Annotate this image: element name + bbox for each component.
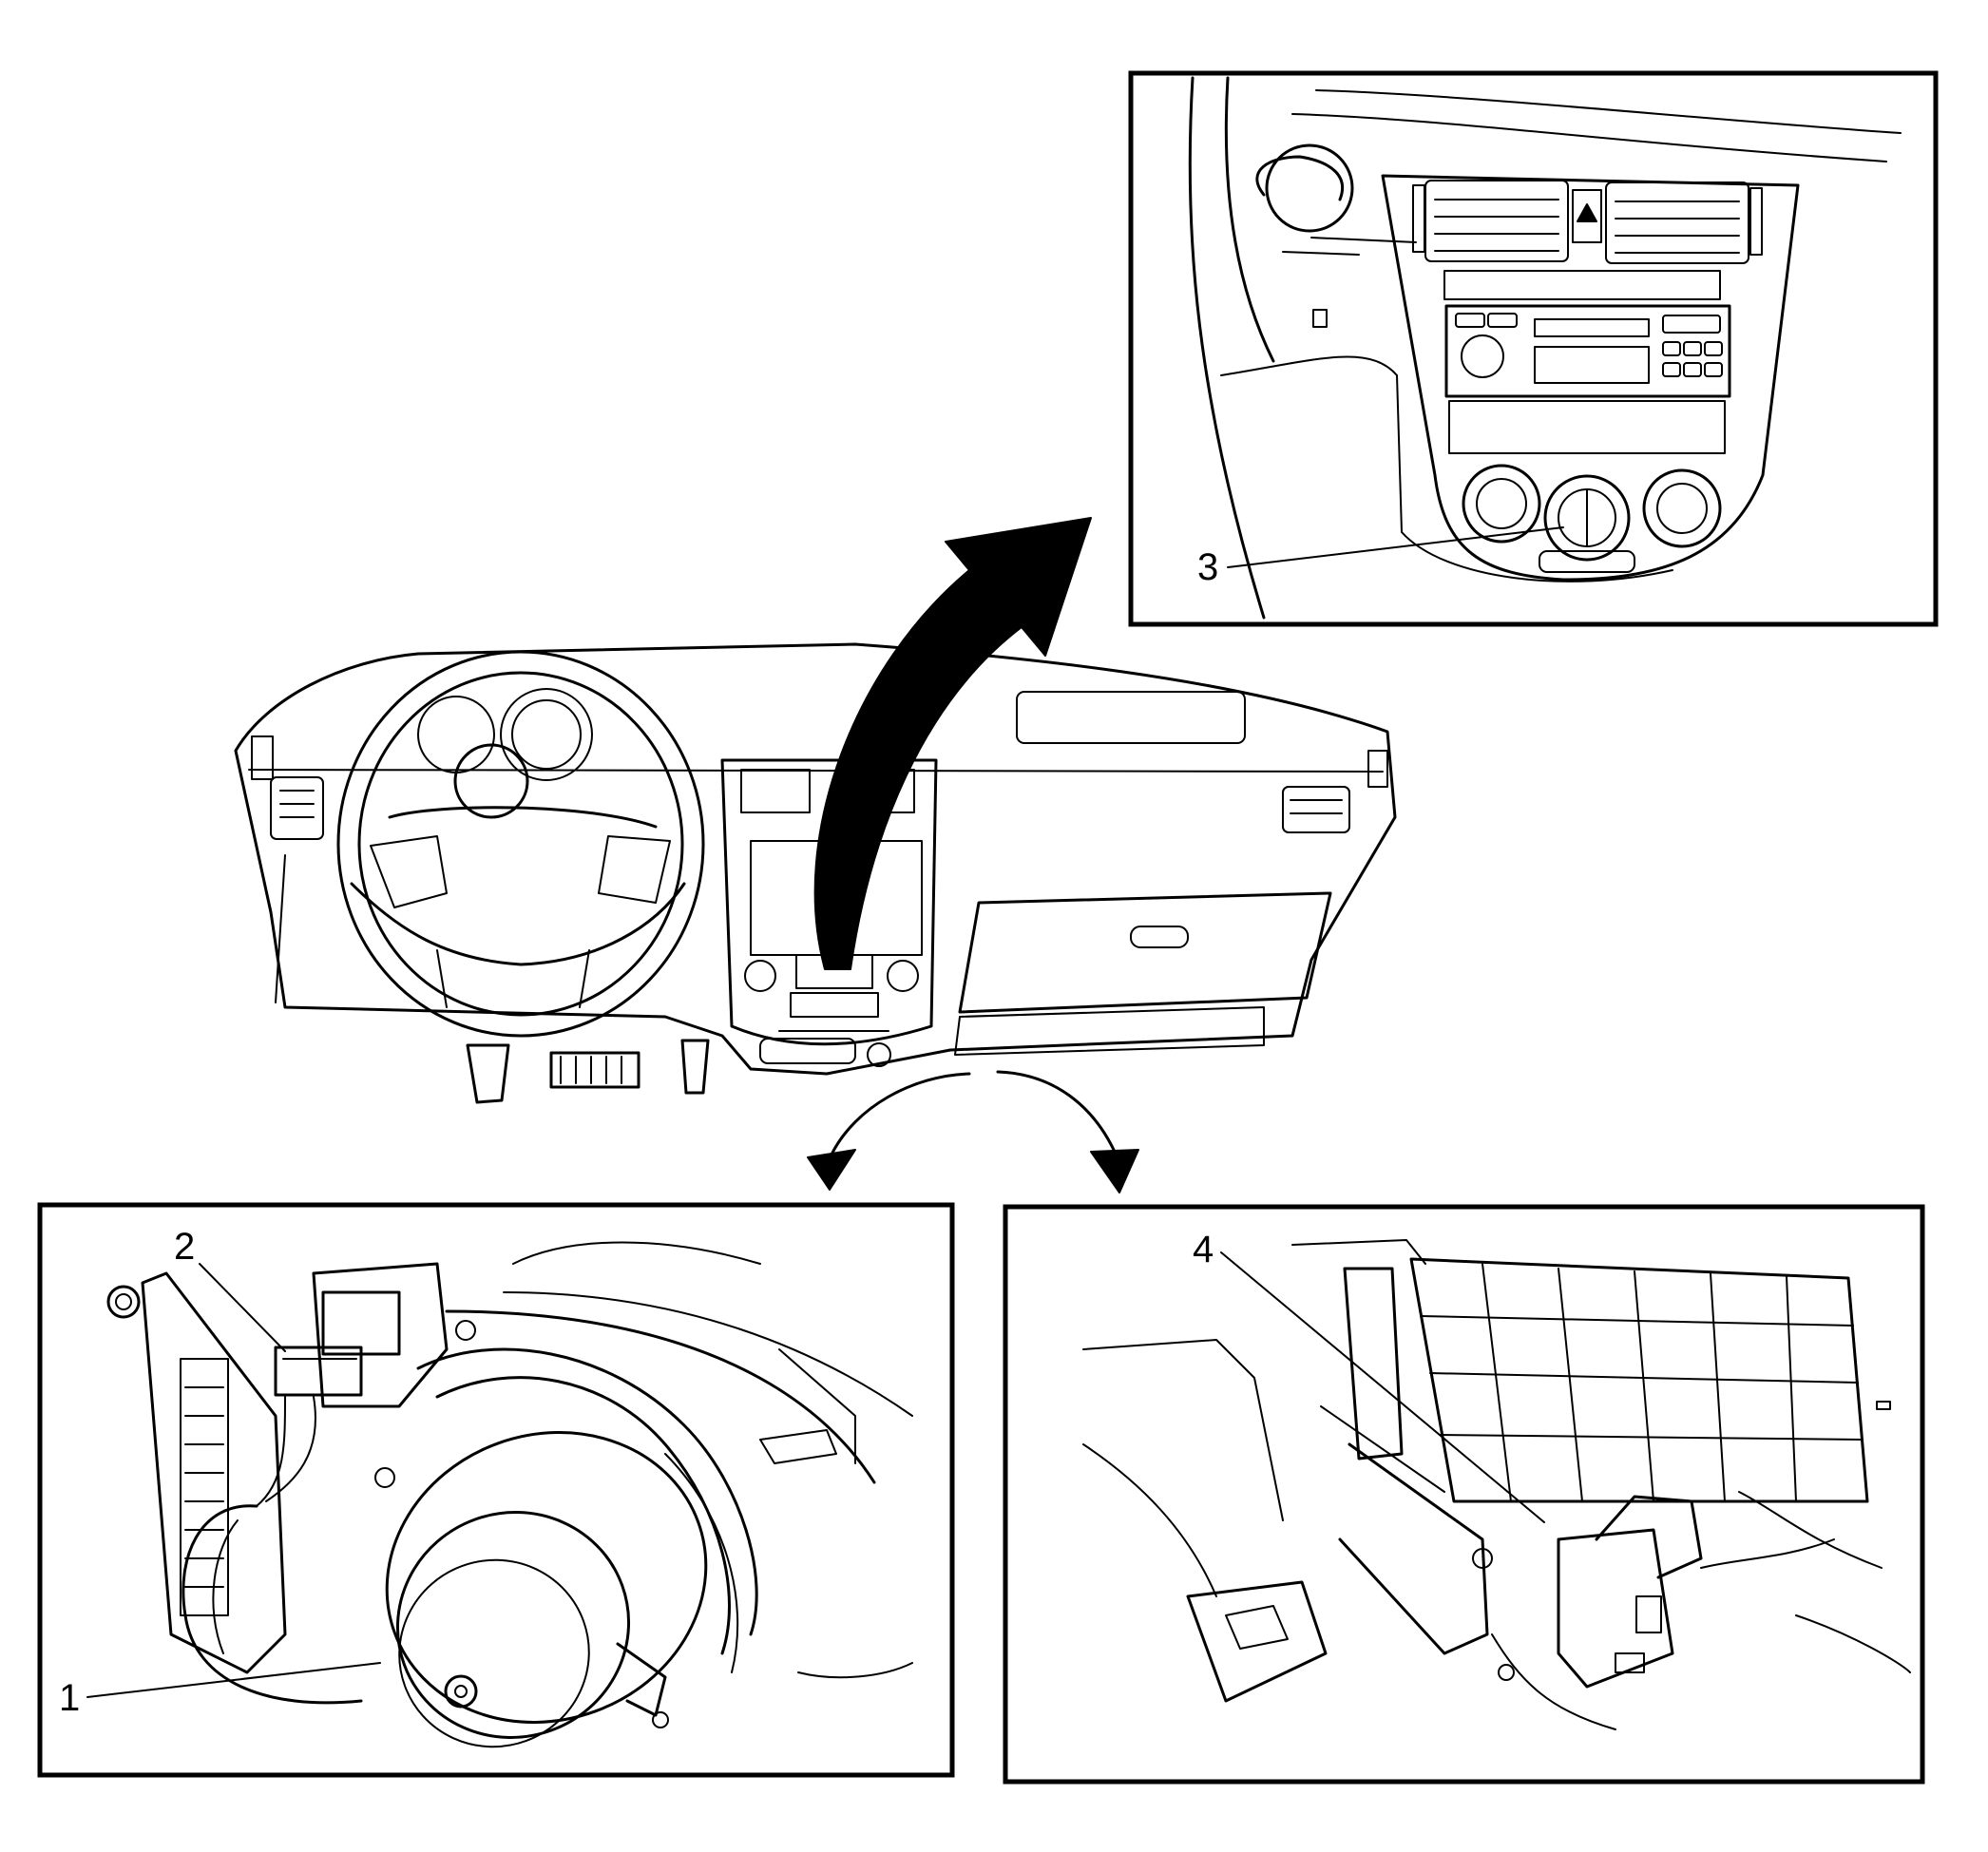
callout-3: 3 (1197, 546, 1218, 588)
callout-2: 2 (174, 1226, 195, 1268)
dashboard-overview (234, 642, 1397, 1104)
steering-wheel (336, 650, 705, 1038)
inset-blower-motor: 1 2 (37, 1202, 955, 1778)
arrow-to-filter-housing (996, 1070, 1116, 1152)
callout-4: 4 (1193, 1229, 1214, 1270)
radio-head-unit (1444, 304, 1731, 398)
pedals (466, 1039, 710, 1104)
arrows (807, 517, 1139, 1193)
blower-motor (385, 1431, 708, 1748)
instrument-cluster (417, 688, 593, 781)
blower-motor-resistor (256, 1262, 449, 1507)
arrow-to-blower-motor (830, 1072, 971, 1156)
leader-line-1 (86, 1662, 381, 1698)
glove-box (954, 891, 1332, 1056)
inset-filter-housing: 4 (1003, 1204, 1925, 1785)
inset-control-panel: 3 (1128, 70, 1939, 627)
leader-line-2 (199, 1263, 286, 1352)
hvac-control-knobs (1462, 464, 1722, 573)
arrow-to-control-panel (813, 517, 1092, 970)
callout-1: 1 (59, 1677, 80, 1719)
blower-switch-knob (1543, 474, 1631, 562)
actuator-connector (1557, 1491, 1911, 1689)
leader-line-3 (1227, 526, 1564, 568)
leader-line-4 (1220, 1251, 1545, 1523)
filter-grid (1409, 1257, 1869, 1503)
